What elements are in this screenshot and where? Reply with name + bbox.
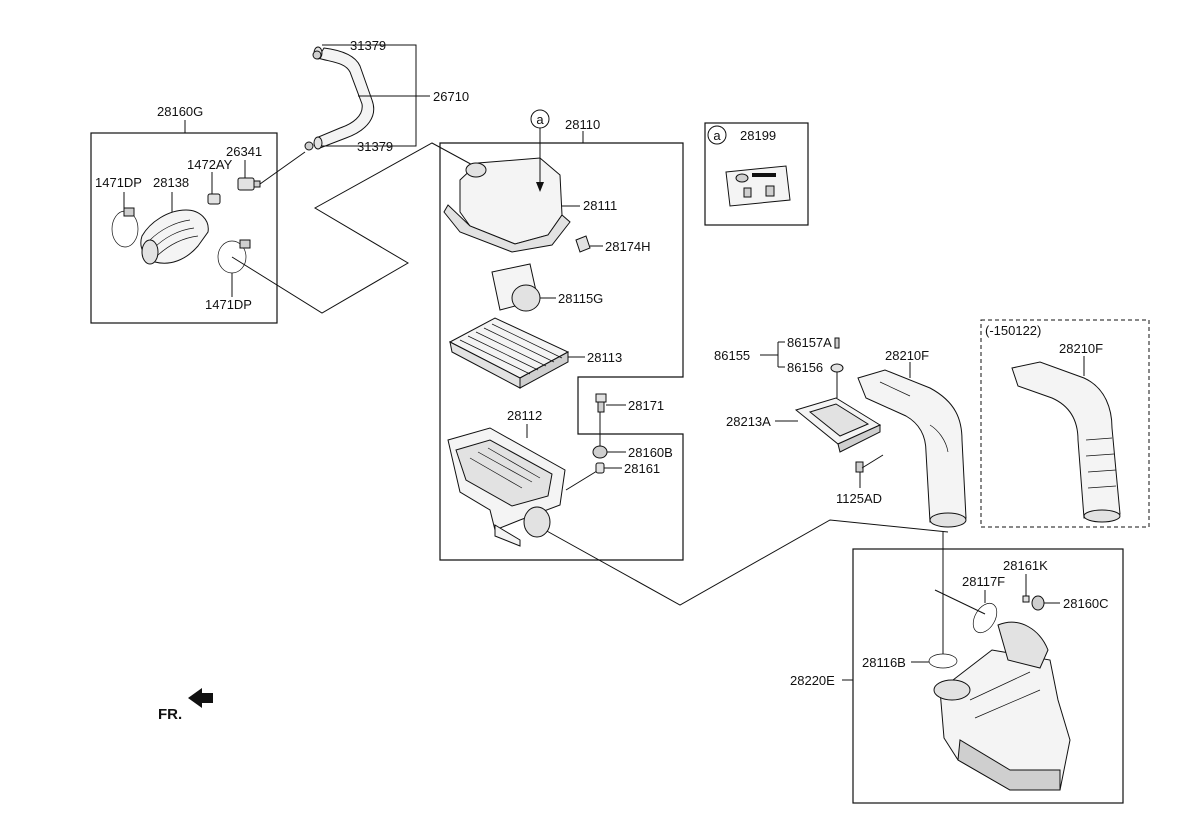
clip-28174H: [575, 235, 591, 253]
group-box-28160G: [90, 132, 278, 324]
label-28110: 28110: [565, 117, 600, 132]
label-28171: 28171: [628, 398, 664, 413]
sensor-28171: [595, 393, 607, 413]
ref-marker-a: a: [530, 109, 550, 192]
hose-clip-31379-top: [312, 50, 322, 60]
group-box-28199: [704, 122, 809, 226]
filter-element-28115G: [491, 263, 541, 312]
label-28160B: 28160B: [628, 445, 673, 460]
label-28138: 28138: [153, 175, 189, 190]
resonator-28220E: [933, 621, 1071, 791]
air-cleaner-body-28112: [447, 427, 566, 547]
ref-marker-a-box: a: [707, 125, 727, 145]
label-28117F: 28117F: [962, 574, 1005, 589]
label-86157A: 86157A: [787, 335, 832, 350]
label-1471DP-top: 1471DP: [95, 175, 142, 190]
label-1125AD: 1125AD: [836, 491, 882, 506]
hose-26710: [313, 46, 375, 150]
fastener-86157A: [834, 337, 840, 349]
label-31379-top: 31379: [350, 38, 386, 53]
label-28160C: 28160C: [1063, 596, 1109, 611]
intake-duct-28210F: [857, 369, 967, 528]
label-28116B: 28116B: [862, 655, 906, 670]
fastener-86156: [830, 363, 844, 373]
label-86155: 86155: [714, 348, 750, 363]
clamp-1471DP-bottom: [217, 239, 251, 274]
hose-clip-31379-bottom: [304, 141, 314, 151]
link-line-28117F: [934, 589, 986, 615]
svg-text:FR.: FR.: [158, 706, 182, 723]
svg-text:a: a: [536, 112, 544, 127]
label-28111: 28111: [583, 198, 617, 213]
label-28199: 28199: [740, 128, 776, 143]
label-sticker-28199: [725, 165, 791, 207]
seal-ring-28117F: [972, 602, 998, 634]
label-28161: 28161: [624, 461, 660, 476]
label-28220E: 28220E: [790, 673, 835, 688]
group-box-28220E: [852, 548, 1124, 804]
intake-duct-28210F-variant: [1011, 361, 1121, 523]
label-150122: (-150122): [985, 323, 1041, 338]
grommet-28161K: [1022, 595, 1030, 603]
clamp-1471DP-top: [111, 207, 139, 248]
air-filter-28113: [448, 317, 570, 389]
label-26341: 26341: [226, 144, 262, 159]
label-28210F-left: 28210F: [885, 348, 929, 363]
hose-28138: [140, 209, 209, 265]
link-line-upper: [231, 142, 479, 314]
fitting-26341: [237, 177, 261, 191]
label-86156: 86156: [787, 360, 823, 375]
link-line-lower: [544, 519, 949, 606]
label-1472AY: 1472AY: [187, 157, 233, 172]
variant-box-150122: [980, 319, 1150, 528]
label-28115G: 28115G: [558, 291, 603, 306]
front-direction-arrow: FR.: [158, 688, 213, 723]
label-28113: 28113: [587, 350, 622, 365]
grommet-28160C: [1031, 595, 1045, 611]
label-28210F-right: 28210F: [1059, 341, 1103, 356]
cap-28161: [595, 462, 605, 474]
bracket-28213A: [794, 397, 882, 453]
label-28161K: 28161K: [1003, 558, 1048, 573]
label-28174H: 28174H: [605, 239, 651, 254]
label-28112: 28112: [507, 408, 542, 423]
air-cleaner-cover-28111: [443, 157, 571, 253]
label-28213A: 28213A: [726, 414, 771, 429]
bolt-1125AD: [855, 461, 864, 473]
group-box-28110: [439, 142, 684, 561]
clamp-1472AY: [207, 193, 221, 205]
label-28160G: 28160G: [157, 104, 203, 119]
grommet-28160B: [592, 445, 608, 459]
label-1471DP-bottom: 1471DP: [205, 297, 252, 312]
svg-text:a: a: [713, 128, 721, 143]
label-31379-bottom: 31379: [357, 139, 393, 154]
label-26710: 26710: [433, 89, 469, 104]
seal-ring-28116B: [928, 653, 958, 669]
